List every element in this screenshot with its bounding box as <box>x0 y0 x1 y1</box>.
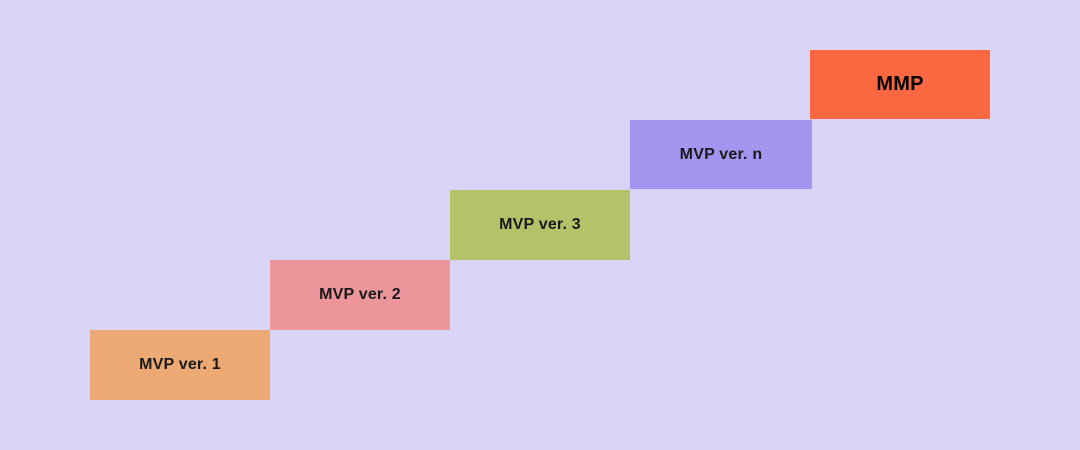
step-label: MVP ver. 2 <box>319 286 401 303</box>
step-mmp: MMP <box>810 50 990 119</box>
step-label: MVP ver. n <box>679 145 763 163</box>
step-mvp-ver-3: MVP ver. 3 <box>450 190 630 260</box>
step-label: MVP ver. 1 <box>139 356 221 373</box>
step-mvp-ver-n: MVP ver. n <box>630 120 812 189</box>
step-label: MVP ver. 3 <box>499 216 581 233</box>
step-label: MMP <box>876 73 924 95</box>
step-mvp-ver-2: MVP ver. 2 <box>270 260 450 330</box>
step-mvp-ver-1: MVP ver. 1 <box>90 330 270 400</box>
